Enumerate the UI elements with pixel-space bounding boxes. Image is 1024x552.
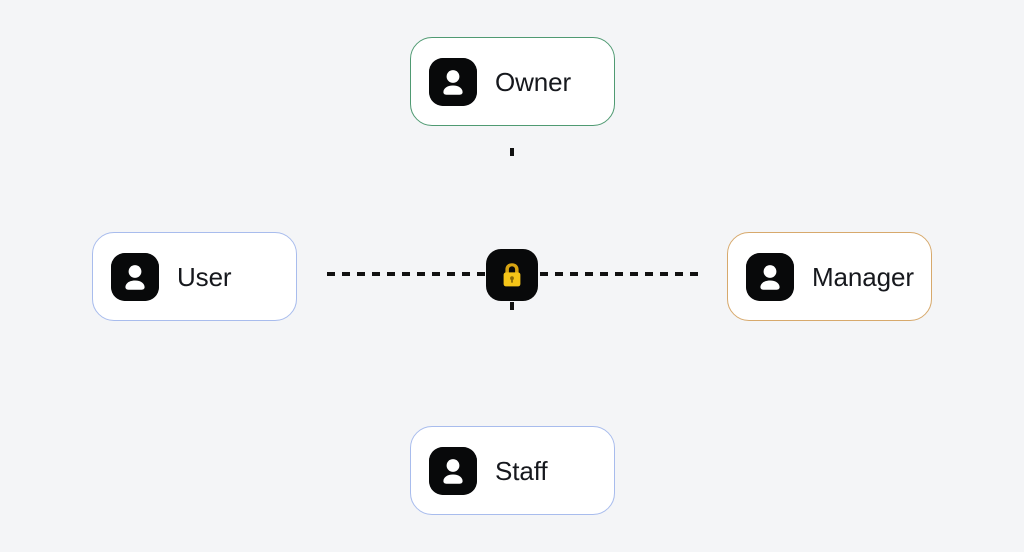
node-owner-label: Owner — [495, 66, 572, 97]
node-user[interactable]: User — [92, 232, 297, 321]
person-avatar-icon — [429, 57, 477, 106]
node-owner[interactable]: Owner — [410, 37, 615, 126]
center-lock-node[interactable] — [486, 249, 538, 301]
node-manager-label: Manager — [812, 261, 914, 292]
node-manager[interactable]: Manager — [727, 232, 932, 321]
node-staff[interactable]: Staff — [410, 426, 615, 515]
person-avatar-icon — [746, 252, 794, 301]
person-avatar-icon — [111, 252, 159, 301]
connector-owner-to-lock — [510, 148, 514, 248]
lock-icon — [503, 263, 521, 287]
node-user-label: User — [177, 261, 232, 292]
person-avatar-icon — [429, 446, 477, 495]
connector-lock-to-staff — [510, 302, 514, 403]
connector-lock-to-manager — [540, 272, 701, 276]
connector-user-to-lock — [327, 272, 485, 276]
node-staff-label: Staff — [495, 455, 548, 486]
